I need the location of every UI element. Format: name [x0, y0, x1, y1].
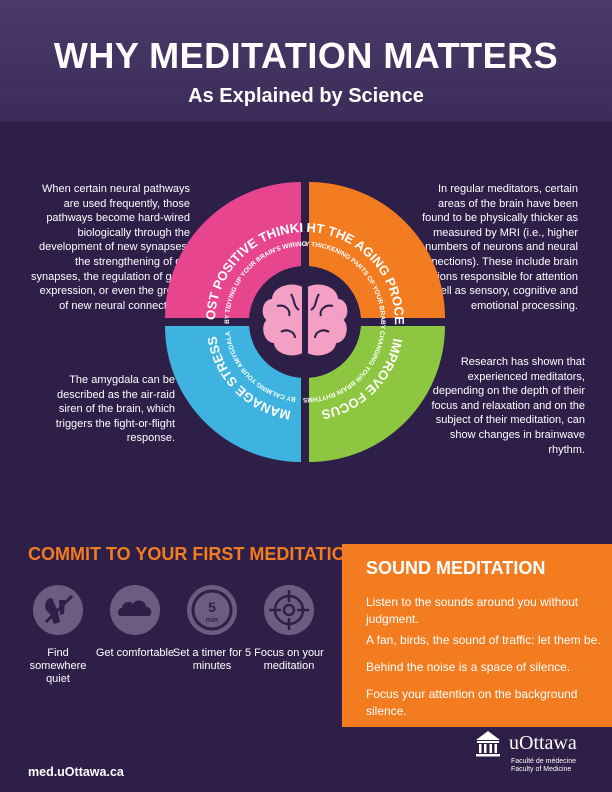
building-icon — [476, 731, 500, 757]
step-label: Set a timer for 5 minutes — [172, 647, 252, 672]
timer-unit: min — [206, 617, 218, 624]
step-label: Focus on your meditation — [254, 647, 324, 672]
positive-thinking-description: When certain neural pathways are used fr… — [30, 183, 190, 312]
benefits-wheel: BOOST POSITIVE THINKING BY TIDYING UP YO… — [165, 182, 445, 462]
sound-line-2: A fan, birds, the sound of traffic: let … — [366, 633, 601, 647]
mute-icon — [33, 585, 83, 635]
header-banner: WHY MEDITATION MATTERS As Explained by S… — [0, 0, 612, 122]
cloud-icon — [110, 585, 160, 635]
step-find-quiet: Find somewhere quiet — [18, 584, 98, 686]
bottom-section: COMMIT TO YOUR FIRST MEDITATION Find som… — [0, 522, 612, 792]
step-get-comfortable: Get comfortable — [95, 584, 175, 660]
page-subtitle: As Explained by Science — [188, 85, 424, 107]
science-section: When certain neural pathways are used fr… — [0, 122, 612, 522]
step-focus: Focus on your meditation — [249, 584, 329, 673]
aging-process-description: In regular meditators, certain areas of … — [413, 183, 578, 312]
sound-meditation-panel: SOUND MEDITATION Listen to the sounds ar… — [342, 544, 612, 727]
focus-description: Research has shown that experienced medi… — [431, 356, 585, 456]
sound-line-1: Listen to the sounds around you without … — [366, 595, 579, 626]
sound-line-4: Focus your attention on the background s… — [366, 687, 578, 718]
sound-meditation-title: SOUND MEDITATION — [366, 558, 546, 578]
sound-line-3: Behind the noise is a space of silence. — [366, 660, 571, 674]
uottawa-logo: uOttawa Faculté de médecine Faculty of M… — [473, 728, 593, 788]
timer-number: 5 — [208, 599, 216, 615]
website-link[interactable]: med.uOttawa.ca — [28, 765, 124, 779]
page-title: WHY MEDITATION MATTERS — [53, 35, 559, 76]
brain-icon — [260, 282, 350, 358]
step-label: Get comfortable — [95, 647, 175, 659]
target-icon — [264, 585, 314, 635]
step-label: Find somewhere quiet — [29, 647, 87, 685]
logo-name: uOttawa — [509, 732, 577, 754]
logo-faculty-en: Faculty of Medicine — [511, 766, 572, 773]
timer-icon: 5 min — [187, 585, 237, 635]
step-set-timer: 5 min Set a timer for 5 minutes — [172, 584, 252, 673]
logo-faculty-fr: Faculté de médecine — [511, 758, 576, 765]
stress-description: The amygdala can be described as the air… — [55, 374, 175, 445]
commit-title: COMMIT TO YOUR FIRST MEDITATION — [28, 544, 359, 564]
